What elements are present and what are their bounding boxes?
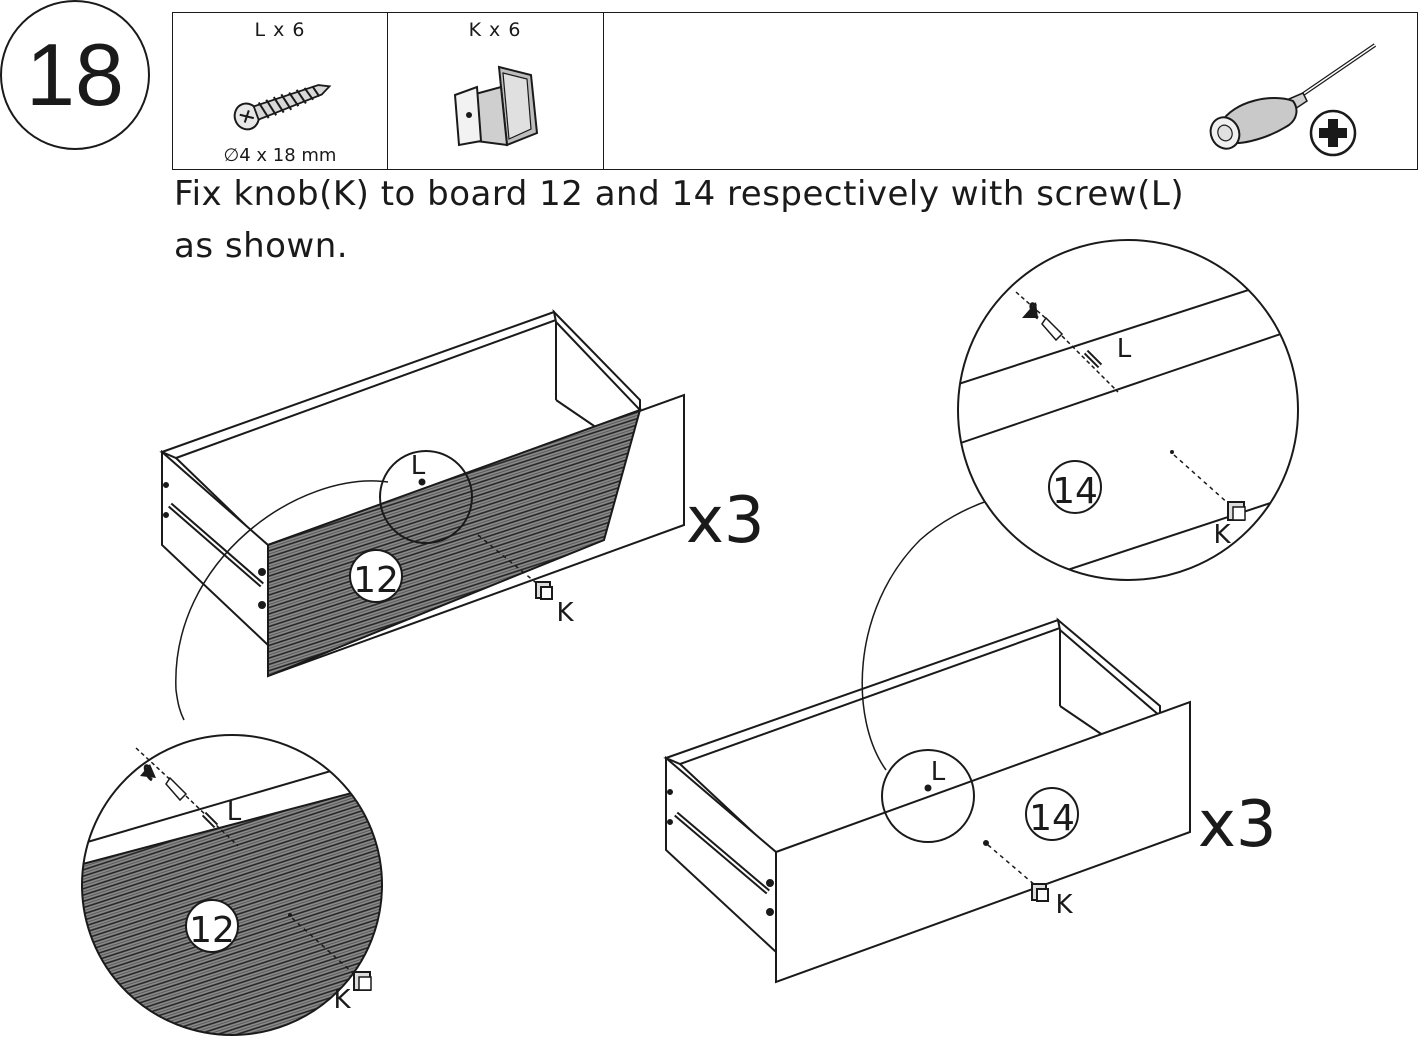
- drawer-b: [663, 499, 1191, 984]
- detail-a-knob-label: K: [333, 985, 351, 1015]
- detail-b: [957, 239, 1299, 581]
- knob-icon: [453, 65, 539, 147]
- parts-divider: [603, 13, 604, 169]
- drawer-a-multiplier: x3: [686, 484, 765, 558]
- knob-quantity-label: K x 6: [468, 19, 522, 41]
- step-number: 18: [26, 25, 124, 124]
- phillips-screwdriver-icon: [1209, 43, 1377, 157]
- drawer-b-knob-label: K: [1055, 890, 1073, 920]
- drawer-b-board-number: 14: [1029, 798, 1075, 839]
- screw-icon: [233, 84, 332, 131]
- screw-quantity-label: L x 6: [254, 19, 306, 41]
- step-number-badge: 18: [0, 0, 150, 150]
- drawer-a-screw-label: L: [411, 451, 426, 481]
- drawer-b-multiplier: x3: [1198, 788, 1277, 862]
- screw-size-label: ∅4 x 18 mm: [173, 145, 387, 166]
- parts-divider: [387, 13, 388, 169]
- detail-b-knob-label: K: [1213, 520, 1231, 550]
- detail-a-board-number: 12: [189, 910, 235, 951]
- detail-a: [81, 734, 383, 1036]
- drawer-b-screw-label: L: [931, 757, 946, 787]
- diameter-symbol: ∅: [223, 145, 240, 166]
- detail-b-board-number: 14: [1052, 471, 1098, 512]
- instruction-line-1: Fix knob(K) to board 12 and 14 respectiv…: [174, 174, 1185, 214]
- drawer-a: [159, 308, 685, 721]
- drawer-a-knob-label: K: [556, 598, 574, 628]
- parts-panel: L x 6 ∅4 x 18 mm K x 6: [172, 12, 1418, 170]
- drawer-a-board-number: 12: [353, 560, 399, 601]
- detail-a-screw-label: L: [227, 797, 242, 827]
- screw-size-text: 4 x 18 mm: [239, 145, 337, 166]
- instruction-line-2: as shown.: [174, 226, 349, 266]
- detail-b-screw-label: L: [1117, 334, 1132, 364]
